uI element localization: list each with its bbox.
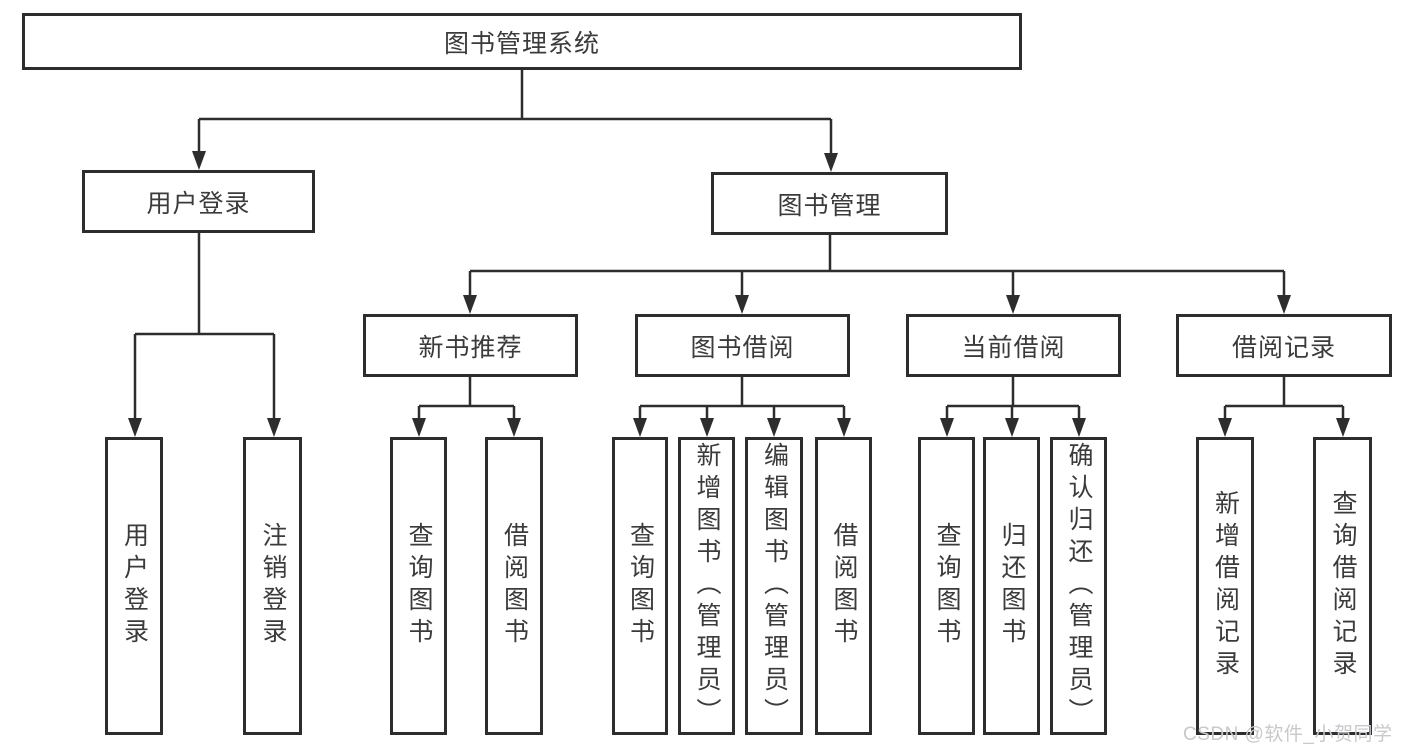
- node-label: 用户登录: [146, 189, 251, 218]
- leaf-current-confirm-return-admin: 确认归还（管理员）: [1050, 437, 1107, 735]
- arrowhead-icon: [837, 418, 851, 437]
- leaf-newbook-borrow-book: 借阅图书: [485, 437, 543, 735]
- leaf-current-query-book: 查询图书: [918, 437, 975, 735]
- leaf-newbook-query-book: 查询图书: [390, 437, 447, 735]
- node-label: 查询图书: [933, 522, 961, 650]
- arrowhead-icon: [267, 418, 281, 437]
- connector-new-book-to-leaves: [417, 377, 516, 421]
- arrowhead-icon: [633, 418, 647, 437]
- node-label: 注销登录: [259, 522, 287, 650]
- connector-book-borrow-to-leaves: [638, 377, 846, 421]
- node-label: 查询借阅记录: [1329, 490, 1357, 682]
- arrowhead-icon: [507, 418, 521, 437]
- arrowhead-icon: [1005, 418, 1019, 437]
- node-label: 图书借阅: [690, 333, 795, 362]
- node-label: 图书管理系统: [443, 29, 600, 58]
- leaf-borrowing-edit-book-admin: 编辑图书（管理员）: [745, 437, 803, 735]
- node-label: 归还图书: [998, 522, 1026, 650]
- node-label: 当前借阅: [961, 333, 1066, 362]
- arrowhead-icon: [767, 418, 781, 437]
- leaf-borrowing-query-book: 查询图书: [612, 437, 668, 735]
- arrowhead-icon: [824, 153, 838, 172]
- connector-book-mgmt-to-level3: [468, 235, 1286, 298]
- node-new-book-recommend: 新书推荐: [363, 314, 578, 377]
- node-current-borrowing: 当前借阅: [906, 314, 1121, 377]
- arrowhead-icon: [192, 151, 206, 170]
- connector-borrow-record-to-leaves: [1223, 377, 1345, 421]
- leaf-record-query-borrow-record: 查询借阅记录: [1313, 437, 1372, 735]
- leaf-record-add-borrow-record: 新增借阅记录: [1196, 437, 1254, 735]
- csdn-watermark: CSDN @软件_小贺同学: [1183, 724, 1393, 745]
- arrowhead-icon: [128, 418, 142, 437]
- arrowhead-icon: [1336, 418, 1350, 437]
- node-user-login: 用户登录: [82, 170, 315, 233]
- node-label: 新书推荐: [418, 333, 523, 362]
- connector-root-to-level2: [197, 70, 833, 156]
- arrowhead-icon: [412, 418, 426, 437]
- connector-user-login-to-leaves: [133, 233, 276, 421]
- arrowhead-icon: [1006, 295, 1020, 314]
- arrowhead-icon: [700, 418, 714, 437]
- node-label: 查询图书: [626, 522, 655, 650]
- arrowhead-icon: [940, 418, 954, 437]
- node-label: 确认归还（管理员）: [1065, 442, 1093, 730]
- arrowhead-icon: [463, 295, 477, 314]
- leaf-logout: 注销登录: [243, 437, 302, 735]
- node-label: 查询图书: [405, 522, 433, 650]
- arrowhead-icon: [1277, 295, 1291, 314]
- node-label: 用户登录: [120, 522, 149, 650]
- arrowhead-icon: [1072, 418, 1086, 437]
- leaf-user-login: 用户登录: [105, 437, 163, 735]
- arrowhead-icon: [1218, 418, 1232, 437]
- node-label: 借阅图书: [500, 522, 529, 650]
- node-label: 编辑图书（管理员）: [760, 442, 789, 730]
- node-label: 借阅图书: [830, 522, 858, 650]
- node-book-borrowing: 图书借阅: [635, 314, 850, 377]
- leaf-borrowing-add-book-admin: 新增图书（管理员）: [678, 437, 735, 735]
- node-library-management-system: 图书管理系统: [22, 13, 1022, 70]
- node-label: 新增借阅记录: [1211, 490, 1240, 682]
- arrowhead-icon: [735, 295, 749, 314]
- leaf-borrowing-borrow-book: 借阅图书: [815, 437, 872, 735]
- connector-current-borrow-to-leaves: [945, 377, 1081, 421]
- leaf-current-return-book: 归还图书: [983, 437, 1040, 735]
- node-book-management: 图书管理: [711, 172, 948, 235]
- node-label: 图书管理: [777, 191, 882, 220]
- node-label: 新增图书（管理员）: [693, 442, 721, 730]
- node-label: 借阅记录: [1231, 333, 1336, 362]
- node-borrowing-records: 借阅记录: [1176, 314, 1392, 377]
